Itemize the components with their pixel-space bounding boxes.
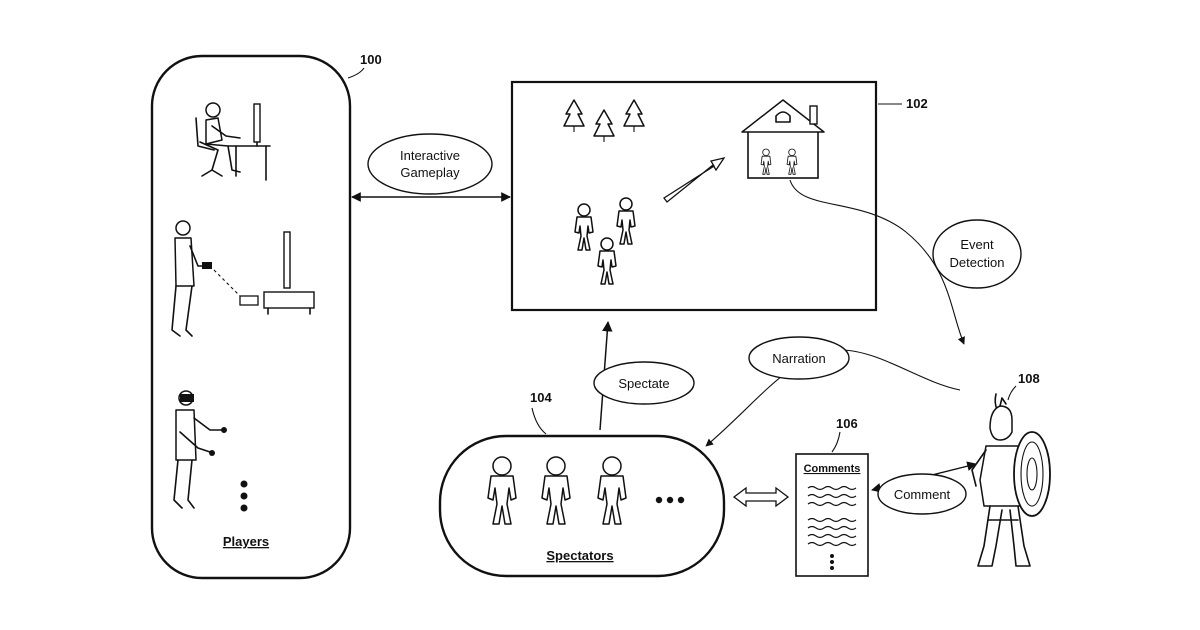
ref-108: 108	[1018, 371, 1040, 386]
comment-label: Comment	[894, 487, 951, 502]
players-more-dots	[241, 481, 248, 512]
ref-100: 100	[360, 52, 382, 67]
narration-label: Narration	[772, 351, 825, 366]
spectate-bubble: Spectate	[594, 362, 694, 404]
spectators-panel: Spectators	[440, 436, 724, 576]
players-panel: Players	[152, 56, 350, 578]
ref-106-leader	[832, 432, 840, 452]
game-world-panel	[512, 82, 876, 310]
comments-panel: Comments	[796, 454, 868, 576]
players-title: Players	[223, 534, 269, 549]
ref-104: 104	[530, 390, 552, 405]
warrior-narrator-figure	[972, 394, 1050, 566]
ref-106: 106	[836, 416, 858, 431]
ref-108-leader	[1008, 386, 1016, 400]
comments-title: Comments	[804, 463, 861, 475]
spectators-title: Spectators	[546, 548, 613, 563]
comment-bubble: Comment	[878, 474, 966, 514]
event-detection-bubble: Event Detection	[933, 220, 1021, 288]
spectate-label: Spectate	[618, 376, 669, 391]
event-line2: Detection	[950, 255, 1005, 270]
ref-100-leader	[348, 68, 364, 78]
ref-102: 102	[906, 96, 928, 111]
interactive-gameplay-bubble: Interactive Gameplay	[368, 134, 492, 194]
event-line1: Event	[960, 237, 994, 252]
narration-bubble: Narration	[749, 337, 849, 379]
interactive-line1: Interactive	[400, 148, 460, 163]
ref-104-leader	[532, 408, 546, 434]
comments-link-arrow	[734, 488, 788, 506]
interactive-line2: Gameplay	[400, 165, 460, 180]
